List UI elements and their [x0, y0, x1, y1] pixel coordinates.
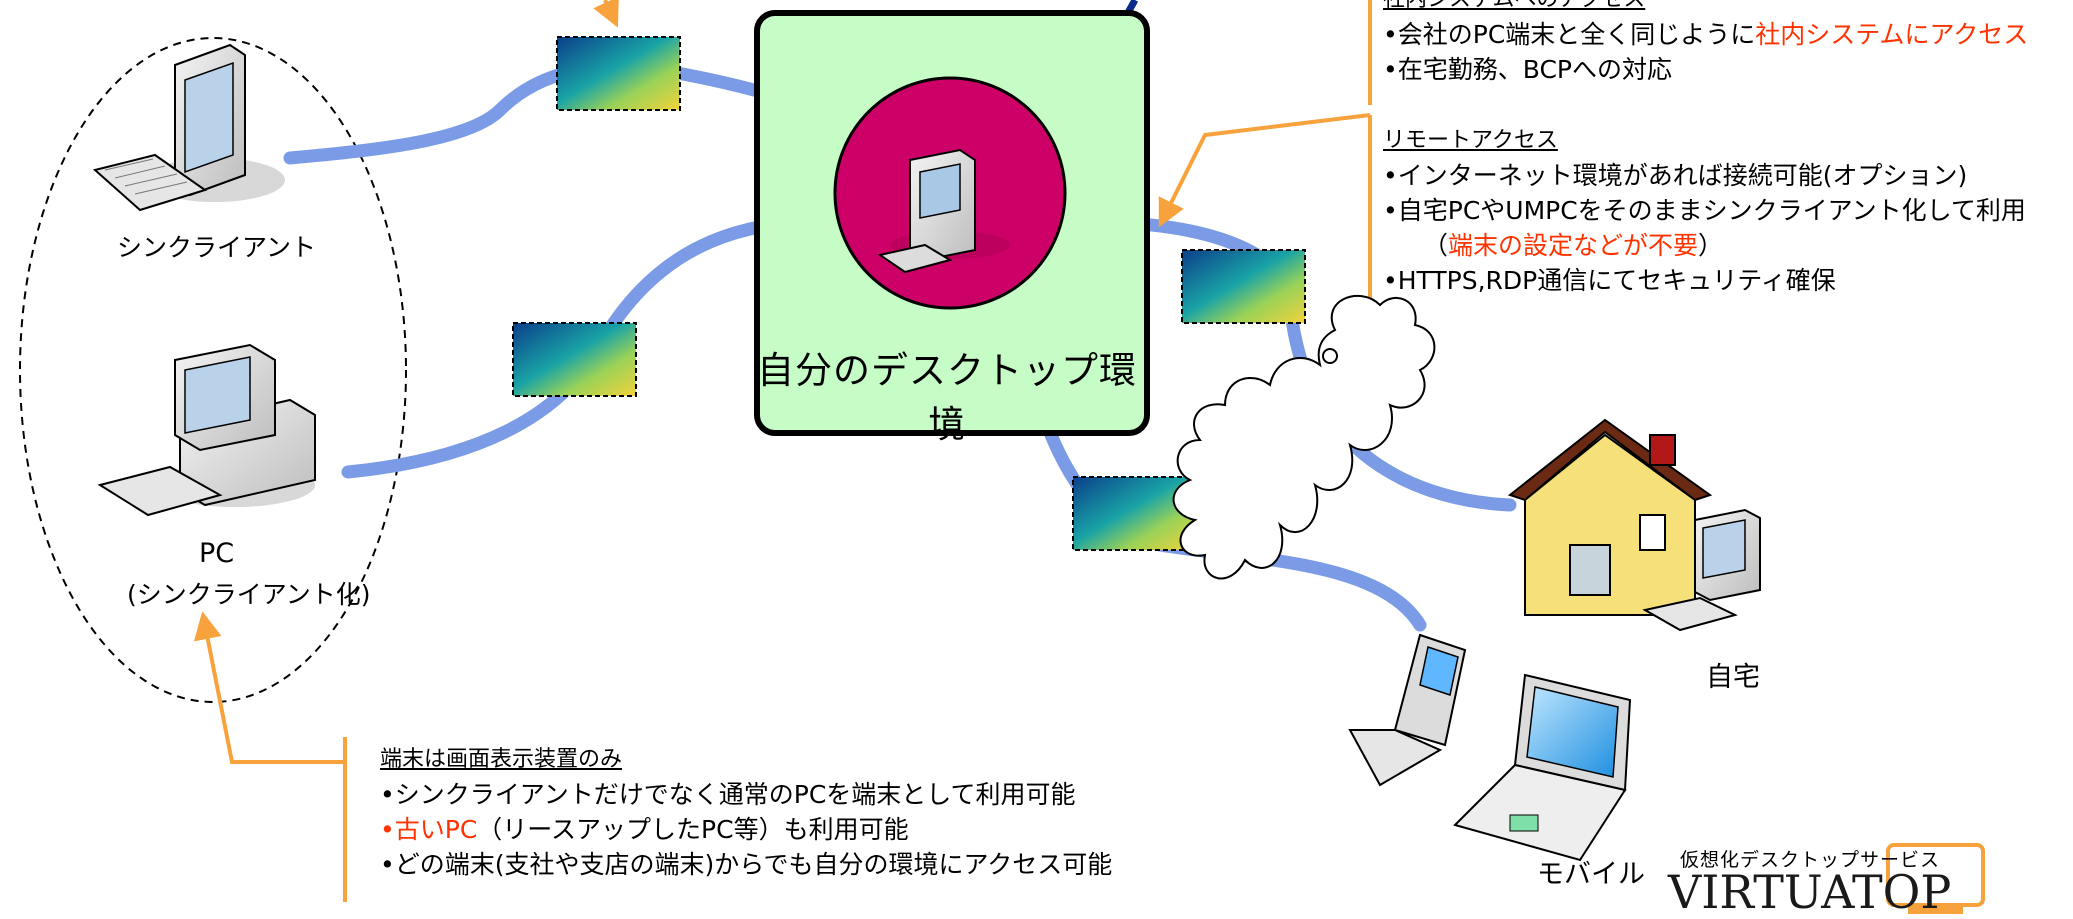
thumb-right — [1181, 249, 1306, 324]
lock-icon — [1322, 348, 1338, 364]
house-icon — [1507, 418, 1713, 616]
remote-line3-open: （ — [1423, 231, 1449, 260]
remote-line3-red: 端末の設定などが不要 — [1448, 231, 1699, 260]
internal-line1-prefix: •会社のPC端末と全く同じように — [1383, 20, 1756, 49]
mobile-phone-icon — [1348, 633, 1467, 787]
terminal-line2-rest: （リースアップしたPC等）も利用可能 — [477, 815, 909, 844]
remote-line2: •自宅PCやUMPCをそのままシンクライアント化して利用 — [1383, 196, 2026, 225]
internet-cloud — [1172, 295, 1436, 580]
remote-line3-close: ） — [1698, 231, 1724, 260]
label-pc: PC — [199, 538, 235, 569]
text-box-remote-access: リモートアクセス •インターネット環境があれば接続可能(オプション) •自宅PC… — [1383, 123, 2026, 298]
internal-line2: •在宅勤務、BCPへの対応 — [1383, 55, 1672, 84]
internal-line1-red: 社内システムにアクセス — [1755, 20, 2029, 49]
heading-internal-access: 社内システムへのアクセス — [1383, 0, 2028, 17]
thin-client-icon — [92, 43, 285, 212]
text-box-internal-access: 社内システムへのアクセス •会社のPC端末と全く同じように社内システムにアクセス… — [1383, 0, 2028, 87]
virtuatop-logo-icon — [1886, 843, 1985, 914]
logo-subtitle: 仮想化デスクトップサービス — [1680, 849, 1941, 871]
label-mobile: モバイル — [1537, 859, 1645, 890]
terminal-line2-red: •古いPC — [380, 815, 478, 844]
label-pc-sub: (シンクライアント化) — [127, 580, 371, 609]
remote-line4: •HTTPS,RDP通信にてセキュリティ確保 — [1383, 266, 1836, 295]
logo-name: VIRTUATOP — [1668, 865, 1952, 919]
pc-icon — [97, 343, 316, 517]
laptop-icon — [1453, 673, 1632, 862]
center-title: 自分のデスクトップ環境 — [757, 349, 1137, 446]
center-computer-icon — [877, 148, 1010, 274]
label-thin-client: シンクライアント — [117, 233, 317, 262]
label-home: 自宅 — [1706, 662, 1760, 693]
thumb-top — [556, 36, 681, 111]
home-pc-icon — [1642, 508, 1761, 632]
text-box-terminal: 端末は画面表示装置のみ •シンクライアントだけでなく通常のPCを端末として利用可… — [380, 742, 1112, 882]
callout-lines — [193, 0, 1372, 902]
terminal-group-ellipse — [19, 37, 407, 703]
screen-thumbnails — [512, 36, 1306, 551]
remote-line1: •インターネット環境があれば接続可能(オプション) — [1383, 161, 1968, 190]
heading-remote-access: リモートアクセス — [1383, 128, 1558, 153]
thumb-left — [512, 322, 637, 397]
terminal-line3: •どの端末(支社や支店の端末)からでも自分の環境にアクセス可能 — [380, 850, 1113, 879]
heading-terminal: 端末は画面表示装置のみ — [380, 747, 623, 772]
terminal-line1: •シンクライアントだけでなく通常のPCを端末として利用可能 — [380, 780, 1076, 809]
thumb-bottom — [1072, 476, 1197, 551]
